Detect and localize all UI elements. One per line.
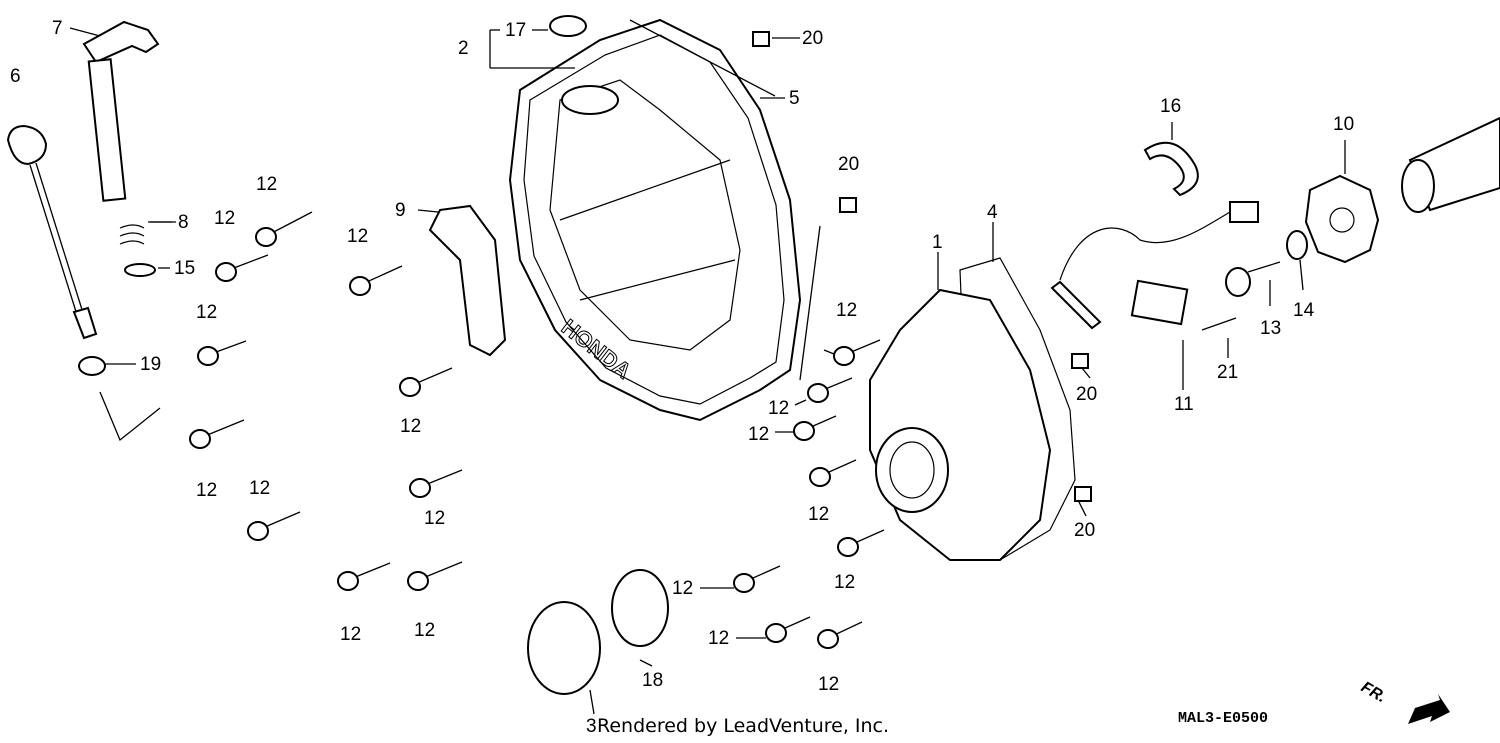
callout-6: 6: [10, 66, 21, 87]
callout-14: 14: [1293, 300, 1315, 321]
callout-17: 17: [505, 20, 526, 41]
dowel-pin-part: [839, 197, 857, 213]
bracket-part: [428, 204, 507, 357]
callout-12: 12: [256, 174, 277, 195]
callout-12: 12: [400, 416, 421, 437]
spring-part: [119, 221, 172, 245]
callout-12: 12: [672, 578, 693, 599]
sprocket-part: [1304, 174, 1380, 264]
callout-16: 16: [1160, 96, 1181, 117]
bolt-leader-ticks: [700, 349, 835, 639]
callout-4: 4: [987, 202, 998, 223]
callout-10: 10: [1333, 114, 1354, 135]
cap-part: [527, 601, 601, 695]
sensor-part: [1050, 201, 1259, 330]
callout-12: 12: [249, 478, 270, 499]
arrow-indicator: [99, 391, 161, 442]
callout-19: 19: [140, 354, 161, 375]
callout-20d: 20: [1074, 520, 1095, 541]
callout-15: 15: [174, 258, 195, 279]
clamp-part: [1143, 141, 1199, 197]
output-shaft-part: [1401, 116, 1500, 213]
callout-3: 3: [586, 716, 597, 737]
shaft-part: [82, 20, 160, 202]
dowel-pin-part: [752, 31, 770, 47]
side-cover-part: [869, 257, 1076, 561]
callout-12: 12: [768, 398, 789, 419]
clutch-cover-part: HONDA: [508, 18, 802, 422]
callout-12: 12: [834, 572, 855, 593]
callout-12: 12: [340, 624, 361, 645]
dowel-pin-part: [1074, 486, 1092, 502]
callout-13: 13: [1260, 318, 1281, 339]
callout-20c: 20: [1076, 384, 1097, 405]
callout-9: 9: [395, 200, 406, 221]
dowel-pin-part: [1071, 353, 1089, 369]
callout-1: 1: [932, 232, 943, 253]
washer-part: [124, 263, 156, 277]
leader-lines: [69, 27, 1346, 715]
callout-12: 12: [424, 508, 445, 529]
callout-labels: 7 6 8 15 19 2 17 20 5 20 9 1 4 16 10 13 …: [10, 18, 1354, 737]
callout-20a: 20: [802, 28, 823, 49]
callout-12: 12: [414, 620, 435, 641]
callout-12: 12: [347, 226, 368, 247]
callout-5: 5: [789, 88, 800, 109]
seal-part: [549, 15, 587, 37]
callout-12: 12: [196, 480, 217, 501]
callout-2: 2: [458, 38, 469, 59]
callout-7: 7: [52, 18, 63, 39]
o-ring-part: [611, 569, 669, 647]
dipstick-part: [6, 124, 98, 340]
callout-12: 12: [808, 504, 829, 525]
sprocket-bolt-part: [1225, 261, 1281, 297]
callout-11: 11: [1174, 394, 1194, 415]
front-arrow-icon: [1408, 694, 1450, 724]
reference-code: MAL3-E0500: [1178, 710, 1268, 727]
callout-8: 8: [178, 212, 189, 233]
callout-12: 12: [196, 302, 217, 323]
small-bolt-part: [1201, 317, 1237, 331]
front-marker-label: FR.: [1358, 679, 1389, 707]
callout-12: 12: [708, 628, 729, 649]
callout-18: 18: [642, 670, 663, 691]
callout-21: 21: [1217, 362, 1238, 383]
leader-line: [629, 19, 776, 97]
callout-12: 12: [214, 208, 235, 229]
callout-12: 12: [818, 674, 839, 695]
callout-12: 12: [748, 424, 769, 445]
bolt-group: [189, 211, 885, 649]
o-ring-part: [78, 356, 106, 376]
callout-20b: 20: [838, 154, 859, 175]
callout-12: 12: [836, 300, 857, 321]
washer-part: [1286, 230, 1308, 260]
credit-text: Rendered by LeadVenture, Inc.: [597, 715, 889, 737]
